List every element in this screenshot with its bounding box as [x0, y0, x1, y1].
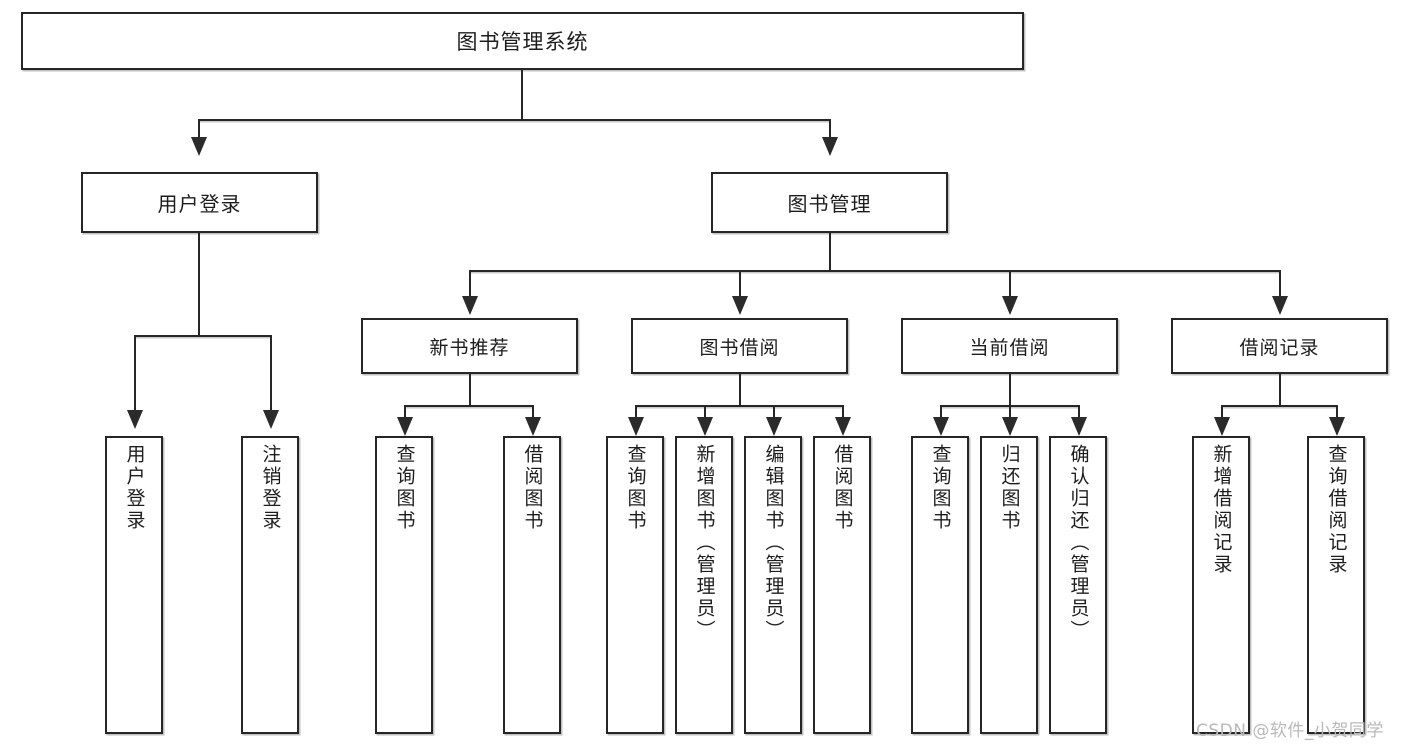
connector-new-book-recommend-bus: [404, 405, 534, 407]
connector-root-stem: [521, 70, 523, 120]
node-book-management[interactable]: 图书管理: [711, 172, 948, 233]
connector-borrow-record-stem: [1279, 374, 1281, 406]
connector-drop-book-management: [829, 119, 831, 137]
connector-drop-leaf-query-book-2: [635, 405, 637, 417]
node-borrow-record[interactable]: 借阅记录: [1171, 318, 1388, 374]
connector-drop-borrow-record: [1279, 270, 1281, 296]
node-label: 当前借阅: [969, 336, 1050, 359]
node-label: 用户登录: [123, 444, 146, 532]
node-leaf-query-book-3[interactable]: 查询图书: [911, 436, 969, 734]
connector-drop-leaf-add-borrow-record: [1221, 405, 1223, 417]
node-new-book-recommend[interactable]: 新书推荐: [361, 318, 578, 374]
node-label: 注销登录: [259, 444, 282, 532]
arrowhead-leaf-borrow-book-1: [525, 417, 541, 436]
node-label: 新书推荐: [429, 336, 510, 359]
arrowhead-borrow-record: [1272, 296, 1288, 315]
node-label: 确认归还（管理员）: [1067, 444, 1090, 642]
connector-drop-user-login: [198, 119, 200, 137]
arrowhead-leaf-edit-book: [766, 417, 782, 436]
watermark-label: CSDN @软件_小贺同学: [1196, 721, 1384, 741]
arrowhead-book-borrow: [732, 296, 748, 315]
connector-user-login-stem: [198, 233, 200, 336]
node-leaf-user-login[interactable]: 用户登录: [105, 436, 163, 734]
node-leaf-query-borrow-record[interactable]: 查询借阅记录: [1307, 436, 1365, 734]
node-root-system[interactable]: 图书管理系统: [21, 12, 1024, 70]
connector-user-login-bus: [134, 335, 272, 337]
node-label: 借阅记录: [1239, 336, 1320, 359]
arrowhead-leaf-return-book: [1002, 417, 1018, 436]
connector-borrow-record-bus: [1221, 405, 1338, 407]
arrowhead-user-login: [191, 137, 207, 156]
node-leaf-return-book[interactable]: 归还图书: [980, 436, 1038, 734]
connector-book-management-stem: [829, 233, 831, 271]
connector-drop-leaf-add-book: [704, 405, 706, 417]
node-label: 图书管理: [787, 192, 872, 216]
connector-book-management-bus: [469, 270, 1280, 272]
connector-drop-leaf-edit-book: [773, 405, 775, 417]
node-book-borrow[interactable]: 图书借阅: [631, 318, 848, 374]
connector-book-borrow-bus: [635, 405, 844, 407]
connector-drop-leaf-query-book-3: [940, 405, 942, 417]
node-leaf-add-borrow-record[interactable]: 新增借阅记录: [1192, 436, 1250, 734]
connector-new-book-recommend-stem: [469, 374, 471, 406]
node-label: 查询图书: [393, 444, 416, 532]
arrowhead-leaf-borrow-book-2: [835, 417, 851, 436]
connector-drop-leaf-user-logout: [270, 335, 272, 410]
arrowhead-leaf-query-book-3: [933, 417, 949, 436]
arrowhead-leaf-user-login: [127, 410, 143, 429]
connector-drop-leaf-borrow-book-2: [842, 405, 844, 417]
node-label: 新增图书（管理员）: [693, 444, 716, 642]
arrowhead-leaf-confirm-return: [1071, 417, 1087, 436]
arrowhead-leaf-query-book-2: [628, 417, 644, 436]
connector-drop-book-borrow: [739, 270, 741, 296]
connector-drop-leaf-return-book: [1009, 405, 1011, 417]
node-leaf-user-logout[interactable]: 注销登录: [241, 436, 299, 734]
connector-book-borrow-stem: [739, 374, 741, 406]
arrowhead-leaf-add-borrow-record: [1214, 417, 1230, 436]
node-current-borrow[interactable]: 当前借阅: [901, 318, 1118, 374]
node-leaf-edit-book[interactable]: 编辑图书（管理员）: [744, 436, 802, 734]
node-label: 查询图书: [929, 444, 952, 532]
node-user-login[interactable]: 用户登录: [81, 172, 318, 233]
node-label: 用户登录: [157, 192, 242, 216]
arrowhead-leaf-add-book: [697, 417, 713, 436]
arrowhead-book-management: [822, 137, 838, 156]
connector-drop-current-borrow: [1009, 270, 1011, 296]
node-label: 查询图书: [624, 444, 647, 532]
node-label: 新增借阅记录: [1210, 444, 1233, 576]
arrowhead-leaf-query-book-1: [397, 417, 413, 436]
connector-drop-leaf-user-login: [134, 335, 136, 410]
connector-drop-leaf-query-book-1: [404, 405, 406, 417]
connector-root-bus: [198, 119, 830, 121]
node-leaf-add-book[interactable]: 新增图书（管理员）: [675, 436, 733, 734]
arrowhead-new-book-recommend: [462, 296, 478, 315]
node-label: 编辑图书（管理员）: [762, 444, 785, 642]
node-label: 图书管理系统: [456, 30, 589, 54]
node-leaf-borrow-book-2[interactable]: 借阅图书: [813, 436, 871, 734]
node-leaf-confirm-return[interactable]: 确认归还（管理员）: [1049, 436, 1107, 734]
node-label: 借阅图书: [521, 444, 544, 532]
connector-current-borrow-stem: [1009, 374, 1011, 406]
node-label: 借阅图书: [831, 444, 854, 532]
node-label: 归还图书: [998, 444, 1021, 532]
arrowhead-leaf-query-borrow-record: [1329, 417, 1345, 436]
node-label: 图书借阅: [699, 336, 780, 359]
arrowhead-leaf-user-logout: [263, 410, 279, 429]
arrowhead-current-borrow: [1002, 296, 1018, 315]
connector-drop-leaf-query-borrow-record: [1336, 405, 1338, 417]
node-leaf-borrow-book-1[interactable]: 借阅图书: [503, 436, 561, 734]
node-label: 查询借阅记录: [1325, 444, 1348, 576]
connector-drop-new-book-recommend: [469, 270, 471, 296]
connector-drop-leaf-borrow-book-1: [532, 405, 534, 417]
node-leaf-query-book-1[interactable]: 查询图书: [375, 436, 433, 734]
node-leaf-query-book-2[interactable]: 查询图书: [606, 436, 664, 734]
connector-drop-leaf-confirm-return: [1078, 405, 1080, 417]
